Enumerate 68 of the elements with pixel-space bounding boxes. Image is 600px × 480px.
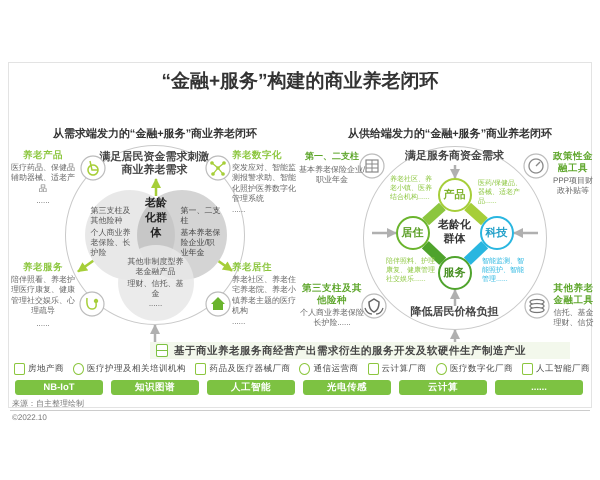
source-note: 来源：自主整理绘制 — [12, 398, 85, 409]
body-text: 个人商业养老保险长护险...... — [300, 308, 364, 329]
petal-circle: 居住 — [396, 216, 430, 250]
center-label: 老龄化群体 — [145, 196, 167, 244]
arrow — [372, 228, 397, 238]
subtitle: 从需求端发力的“金融+服务”商业养老闭环 — [52, 126, 258, 141]
arrow — [450, 289, 460, 306]
subtitle: 从供给端发力的“金融+服务”商业养老闭环 — [346, 126, 554, 141]
body-text: 陪伴照看、养老护理医疗康复、健康管理社交娱乐、心理疏导 — [10, 275, 76, 317]
category-heading: 其他养老金融工具 — [552, 283, 594, 307]
ellipsis: ...... — [232, 317, 246, 328]
body-text: 基本养老保险企业/职业年金 — [298, 165, 366, 186]
industry-label: 房地产商 — [28, 363, 64, 375]
ellipsis: ...... — [35, 196, 51, 206]
heading: 其他非制度型养老金融产品 — [128, 256, 184, 276]
body-text: 理财、信托、基金 — [128, 278, 184, 298]
connector-band — [464, 241, 488, 265]
heading: 第一、二支柱 — [180, 206, 222, 226]
ellipsis: ...... — [35, 319, 51, 330]
tech-tag: 光电传感 — [303, 380, 391, 395]
tech-tag: NB-IoT — [15, 380, 103, 395]
petal-circle: 服务 — [438, 256, 472, 290]
arrow — [151, 178, 161, 196]
banner-text: 基于商业养老服务商经营产出需求衍生的服务开发及软硬件生产制造产业 — [174, 344, 526, 358]
banner — [150, 342, 570, 359]
category-heading: 第一、二支柱 — [304, 151, 360, 162]
arrow — [150, 324, 160, 342]
arrow — [450, 165, 460, 179]
arrow — [218, 260, 233, 272]
petal-circle: 产品 — [438, 178, 472, 212]
tech-tag: 云计算 — [399, 380, 487, 395]
petal-circle: 科技 — [480, 216, 514, 250]
industry-label: 药品及医疗器械厂商 — [209, 363, 290, 375]
ellipsis: ...... — [148, 298, 164, 308]
industry-label: 通信运营商 — [313, 363, 358, 375]
industry-label: 云计算厂商 — [382, 363, 427, 375]
heading-text: 满足服务商资金需求 — [394, 150, 514, 164]
connector-band — [464, 202, 488, 226]
title: “金融+服务”构建的商业养老闭环 — [160, 70, 440, 94]
ellipsis: ...... — [232, 205, 246, 216]
connector-band — [422, 202, 446, 226]
tech-tag: 知识图谱 — [111, 380, 199, 395]
body-text: 突发应对、智能监测报警求助、智能化照护医养数字化管理系统 — [232, 163, 297, 205]
tech-tag: 人工智能 — [207, 380, 295, 395]
body-text: 医疗药品、保健品辅助器械、适老产品 — [10, 163, 76, 194]
category-heading: 政策性金融工具 — [552, 151, 594, 175]
copyright-note: ©2022.10 — [12, 413, 48, 422]
connector-band — [422, 241, 446, 265]
body-text: 基本养老保险企业/职业年金 — [180, 228, 222, 257]
arrow — [77, 260, 94, 273]
category-heading: 第三支柱及其他险种 — [301, 283, 363, 307]
category-heading: 养老居住 — [232, 262, 273, 274]
arrow — [513, 228, 538, 238]
category-heading: 养老产品 — [22, 150, 64, 162]
heading: 第三支柱及其他险种 — [90, 206, 132, 226]
category-heading: 养老服务 — [22, 262, 64, 274]
body-text: PPP项目财政补贴等 — [552, 176, 594, 197]
industry-label: 医疗数字化厂商 — [450, 363, 513, 375]
industry-label: 人工智能厂商 — [536, 363, 590, 375]
center-label: 老龄化群体 — [436, 218, 472, 248]
body-text: 个人商业养老保险、长护险 — [90, 228, 132, 258]
category-heading: 养老数字化 — [232, 150, 283, 162]
arrow — [450, 329, 460, 342]
heading-text: 降低居民价格负担 — [394, 306, 514, 320]
body-text: 信托、基金理财、信贷 — [552, 308, 594, 329]
body-text: 养老社区、养老住宅养老院、养老小镇养老主题的医疗机构 — [232, 275, 297, 317]
industry-label: 医疗护理及相关培训机构 — [87, 363, 186, 375]
tech-tag: ...... — [495, 380, 583, 395]
